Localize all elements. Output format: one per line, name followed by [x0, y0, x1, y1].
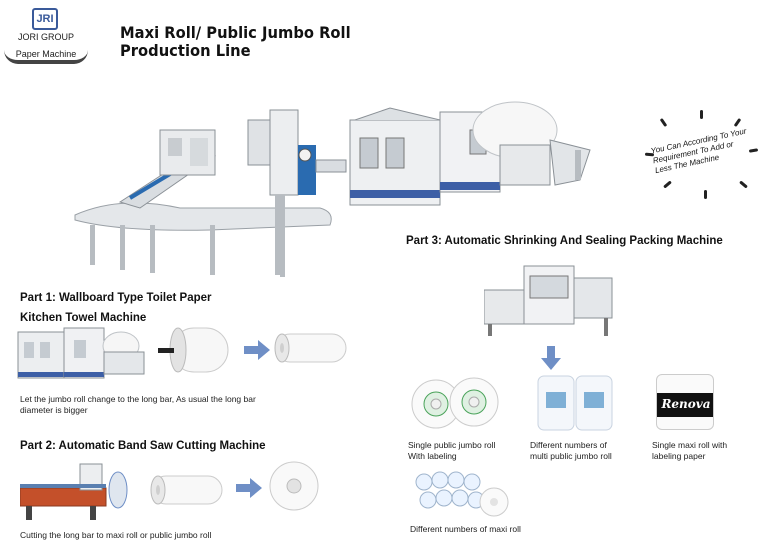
- note-ray: [663, 180, 672, 189]
- product-caption-2: Different numbers of multi public jumbo …: [530, 440, 640, 462]
- product-caption-1: Single public jumbo roll With labeling: [408, 440, 518, 462]
- product-caption-3-line-1: Single maxi roll with: [652, 440, 728, 450]
- note-ray: [739, 180, 748, 189]
- part1-heading-line-1: Part 1: Wallboard Type Toilet Paper: [20, 292, 212, 304]
- note-text: You Can According To Your Requirement To…: [649, 126, 748, 176]
- product-caption-2-line-1: Different numbers of: [530, 440, 607, 450]
- logo-mark: JRI: [32, 8, 58, 30]
- maxi-roll-image: [269, 461, 319, 511]
- product-caption-3: Single maxi roll with labeling paper: [652, 440, 762, 462]
- logo-subtitle: Paper Machine: [4, 44, 88, 64]
- single-maxi-roll-package-image: Renova: [656, 374, 714, 430]
- multi-public-jumbo-roll-image: [537, 375, 613, 431]
- part1-heading: Part 1: Wallboard Type Toilet Paper Kitc…: [20, 288, 212, 328]
- product-caption-3-line-2: labeling paper: [652, 451, 706, 461]
- part1-heading-line-2: Kitchen Towel Machine: [20, 312, 147, 324]
- logo-company-name: JORI GROUP: [17, 32, 74, 42]
- product-caption-bottom: Different numbers of maxi roll: [410, 524, 521, 534]
- production-line-illustration: [74, 101, 591, 277]
- multiple-maxi-rolls-image: [415, 471, 509, 517]
- long-bar-image-2: [150, 475, 223, 505]
- part3-heading: Part 3: Automatic Shrinking And Sealing …: [406, 235, 723, 247]
- product-caption-1-line-2: With labeling: [408, 451, 457, 461]
- note-ray: [700, 110, 703, 119]
- jumbo-roll-image: [158, 327, 229, 373]
- wallboard-machine-illustration: [17, 327, 145, 379]
- package-brand-label: Renova: [661, 397, 711, 411]
- long-bar-image: [274, 333, 347, 363]
- single-public-jumbo-roll-image: [411, 377, 499, 429]
- product-caption-2-line-2: multi public jumbo roll: [530, 451, 612, 461]
- title-line-1: Maxi Roll/ Public Jumbo Roll: [120, 23, 351, 42]
- note-ray: [704, 190, 707, 199]
- part2-caption: Cutting the long bar to maxi roll or pub…: [20, 530, 212, 540]
- part1-caption: Let the jumbo roll change to the long ba…: [20, 394, 256, 415]
- page-title: Maxi Roll/ Public Jumbo Roll Production …: [120, 24, 351, 60]
- part2-heading: Part 2: Automatic Band Saw Cutting Machi…: [20, 440, 266, 452]
- shrink-packing-machine-illustration: [484, 265, 613, 336]
- note-ray: [733, 117, 742, 128]
- note-ray: [659, 117, 668, 128]
- product-caption-1-line-1: Single public jumbo roll: [408, 440, 496, 450]
- arrow-down-icon: [541, 346, 561, 370]
- requirement-note: You Can According To Your Requirement To…: [644, 108, 762, 200]
- package-band: [657, 393, 713, 417]
- title-line-2: Production Line: [120, 41, 251, 60]
- arrow-right-icon: [244, 340, 270, 360]
- band-saw-machine-illustration: [20, 463, 128, 520]
- arrow-right-icon: [236, 478, 262, 498]
- company-logo: JRI JORI GROUP Paper Machine: [4, 6, 92, 78]
